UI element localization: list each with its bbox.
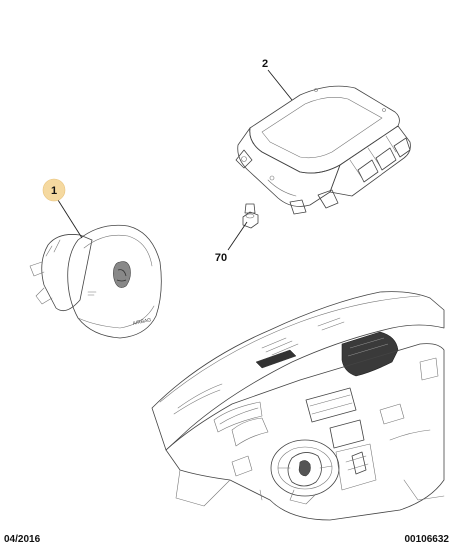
manufacturer-emblem: [113, 261, 131, 288]
footer-date: 04/2016: [4, 534, 41, 545]
passenger-airbag-location: [341, 331, 399, 377]
airbag-emblem-text: AIRBAG: [132, 317, 152, 327]
callout-2[interactable]: 2: [262, 58, 268, 70]
footer-reference: 00106632: [404, 534, 450, 545]
nut-part[interactable]: [242, 203, 259, 229]
callout-70-label: 70: [215, 252, 227, 264]
callout-2-label: 2: [262, 58, 268, 70]
callout-1[interactable]: 1: [42, 178, 66, 202]
dashboard-overview: [151, 291, 445, 521]
callout-1-label: 1: [51, 185, 57, 197]
steering-wheel: [270, 439, 340, 505]
passenger-airbag-module[interactable]: [235, 85, 411, 215]
driver-airbag-module[interactable]: AIRBAG: [29, 224, 162, 339]
leader-lines: [57, 69, 293, 251]
callout-1-highlight: [42, 178, 66, 202]
callout-70[interactable]: 70: [215, 252, 227, 264]
